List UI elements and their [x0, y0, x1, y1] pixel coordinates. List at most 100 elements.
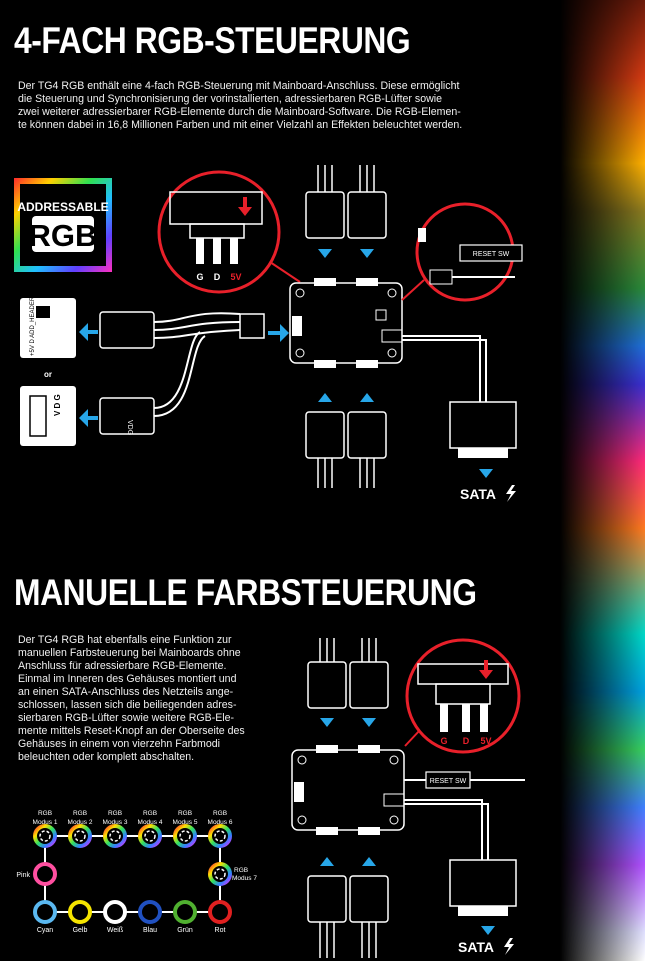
section2-line: schlossen, lassen sich die beiliegenden … [18, 699, 237, 711]
arrow-left-icon [79, 323, 98, 341]
section1-line: die Steuerung und Synchronisierung der v… [18, 93, 442, 105]
arrow-down-icon [362, 712, 376, 727]
reset-sw-label: RESET SW [473, 251, 510, 258]
color-label: Cyan [37, 927, 53, 934]
mode-label-rgb: RGB [178, 810, 192, 817]
mode-label-number: Modus 2 [68, 819, 93, 826]
sata-label: SATA [458, 939, 494, 955]
arrow-left-icon [79, 409, 98, 427]
vdg-cable-label: VDG [126, 420, 133, 435]
section1-paragraph: Der TG4 RGB enthält eine 4-fach RGB-Steu… [18, 80, 514, 132]
sata-connector: SATA [449, 401, 517, 502]
fan-connector-top-2 [349, 638, 389, 727]
reset-sw-label: RESET SW [430, 778, 467, 785]
color-node-gelb: Gelb [68, 900, 92, 934]
rgb-mode-node: RGB Modus 6 [208, 810, 233, 848]
mode-label-rgb: RGB [73, 810, 87, 817]
badge-line1: ADDRESSABLE [17, 200, 108, 214]
header-pin-label: +5V D ADD_HEADER [30, 296, 36, 356]
badge-line2: RGB [29, 218, 98, 253]
mode-label-number: Modus 1 [33, 819, 58, 826]
fan-connector-bottom-1 [305, 393, 345, 488]
fan-connector-bottom-2 [347, 393, 387, 488]
section2-line: Der TG4 RGB hat ebenfalls eine Funktion … [18, 634, 232, 646]
section2-line: Einmal im Inneren des Gehäuses montiert … [18, 673, 237, 685]
color-label: Blau [143, 927, 157, 934]
rgb-hub-board [289, 278, 403, 368]
fan-connector-top-2 [347, 165, 387, 258]
section2-line: Anschluss für adressierbare RGB-Elemente… [18, 660, 227, 672]
pin-zoom-circle: G D 5V [157, 170, 301, 294]
arrow-down-icon [320, 712, 334, 727]
section1-diagram: ADDRESSABLE RGB G D 5V [14, 165, 523, 502]
color-node-grün: Grün [173, 900, 197, 934]
pin-d-label: D [214, 272, 221, 282]
section2-line: an einen SATA-Anschluss des Netzteils an… [18, 686, 234, 698]
color-label: Rot [215, 927, 226, 934]
sata-label: SATA [460, 486, 496, 502]
argb-plug [99, 311, 155, 349]
mode-label-rgb: RGB [143, 810, 157, 817]
pin-d-label: D [463, 736, 470, 746]
mode-label-number: Modus 6 [208, 819, 233, 826]
color-node-pink: Pink [16, 862, 57, 886]
pin-g-label: G [440, 736, 447, 746]
section2-line: Gehäuses in einem von vierzehn Farbmodi [18, 738, 220, 750]
section1-line: te können dabei in 16,8 Millionen Farben… [18, 119, 463, 131]
arrow-down-icon [481, 920, 495, 935]
rgb-mode-node: RGB Modus 5 [173, 810, 198, 848]
arrow-up-icon [318, 393, 332, 408]
arrow-up-icon [360, 393, 374, 408]
section1-line: Der TG4 RGB enthält eine 4-fach RGB-Steu… [18, 80, 460, 92]
arrow-down-icon [238, 197, 252, 216]
fan-connector-bottom-2 [349, 857, 389, 958]
fan-connector-bottom-1 [307, 857, 347, 958]
arrow-up-icon [320, 857, 334, 872]
sata-connector: SATA [449, 859, 517, 955]
mode-label-rgb: RGB [213, 810, 227, 817]
section2-line: manuellen Farbsteuerung bei Mainboards o… [18, 647, 241, 659]
mainboard-header-box: +5V D ADD_HEADER [20, 296, 76, 358]
section1-title: 4-FACH RGB-STEUERUNG [14, 20, 411, 61]
section2-line: beleuchten oder komplett abschalten. [18, 751, 195, 763]
arrow-down-icon [360, 243, 374, 258]
section2-diagram: G D 5V RESET SW SATA [291, 638, 525, 958]
arrow-right-icon [268, 324, 289, 342]
mode-label-rgb: RGB [234, 867, 248, 874]
pin-5v-label: 5V [230, 272, 241, 282]
section2-paragraph: Der TG4 RGB hat ebenfalls eine Funktion … [18, 634, 266, 764]
power-bolt-icon [506, 485, 516, 502]
mode-label-number: Modus 7 [232, 875, 257, 882]
section1-line: zwei weiterer adressierbarer RGB-Element… [18, 106, 461, 118]
fan-connector-top-1 [305, 165, 345, 258]
section2-line: sierbaren RGB-Lüfter sowie weitere RGB-E… [18, 712, 235, 724]
mode-label-rgb: RGB [108, 810, 122, 817]
mode-label-number: Modus 5 [173, 819, 198, 826]
color-label: Weiß [107, 927, 123, 934]
color-node-weiß: Weiß [103, 900, 127, 934]
rgb-fan-glow-background [560, 0, 645, 961]
color-label: Gelb [73, 927, 88, 934]
mode-label-number: Modus 3 [103, 819, 128, 826]
rgb-mode-node: RGB Modus 4 [138, 810, 163, 848]
color-label: Pink [16, 872, 30, 879]
section2-line: mente mittels Reset-Knopf an der Obersei… [18, 725, 245, 737]
arrow-down-icon [479, 660, 493, 679]
arrow-down-icon [479, 463, 493, 478]
or-label: or [44, 370, 52, 379]
color-node-blau: Blau [138, 900, 162, 934]
arrow-up-icon [362, 857, 376, 872]
rgb-mode-node: RGB Modus 2 [68, 810, 93, 848]
addressable-rgb-badge: ADDRESSABLE RGB [14, 178, 112, 272]
rgb-mode-node: RGB Modus 3 [103, 810, 128, 848]
color-node-rot: Rot [208, 900, 232, 934]
color-label: Grün [177, 927, 193, 934]
vdg-header-box: V D G [20, 386, 76, 446]
rgb-hub-board [291, 745, 405, 835]
reset-zoom-circle: RESET SW [401, 202, 523, 302]
mode-label-number: Modus 4 [138, 819, 163, 826]
pin-g-label: G [196, 272, 203, 282]
